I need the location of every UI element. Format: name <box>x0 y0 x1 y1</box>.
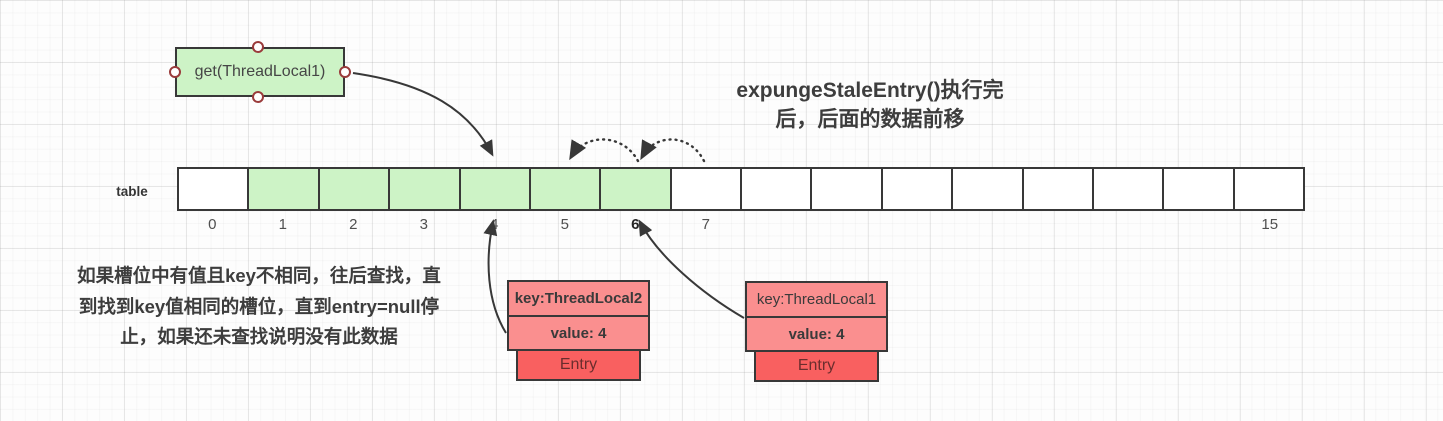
slot-index-4: 4 <box>490 216 499 233</box>
note-line-1: 如果槽位中有值且key不相同，往后查找，直 <box>77 265 441 286</box>
entry-box-threadlocal2[interactable]: key:ThreadLocal2 value: 4 Entry <box>507 280 650 381</box>
connection-handle-left[interactable] <box>169 66 181 78</box>
slot-index-13 <box>1094 216 1165 234</box>
connection-handle-right[interactable] <box>339 66 351 78</box>
entry1-footer[interactable]: Entry <box>754 350 879 382</box>
get-threadlocal-label: get(ThreadLocal1) <box>194 63 326 80</box>
table-slot-1[interactable] <box>249 169 320 209</box>
table-slot-7[interactable] <box>671 169 742 209</box>
table-slot-10[interactable] <box>882 169 954 209</box>
table-slot-9[interactable] <box>812 169 883 209</box>
shift-arc-6-to-5[interactable] <box>569 138 640 163</box>
title-line-2: 后，后面的数据前移 <box>775 108 965 131</box>
get-threadlocal-box[interactable]: get(ThreadLocal1) <box>175 47 345 97</box>
slot-index-15: 15 <box>1261 216 1279 233</box>
entry2-key-row[interactable]: key:ThreadLocal2 <box>507 280 650 317</box>
table-slot-4[interactable] <box>460 169 531 209</box>
slot-index-10 <box>882 216 953 234</box>
shift-arc-7-to-6[interactable] <box>640 138 706 163</box>
title-text[interactable]: expungeStaleEntry()执行完 后，后面的数据前移 <box>640 76 1100 134</box>
slot-index-9 <box>812 216 883 234</box>
table-slot-11[interactable] <box>953 169 1024 209</box>
slot-index-6: 6 <box>631 216 640 233</box>
entry2-value-row[interactable]: value: 4 <box>507 315 650 351</box>
table-slot-2[interactable] <box>319 169 391 209</box>
table-slot-0[interactable] <box>179 169 250 209</box>
table-slot-13[interactable] <box>1093 169 1165 209</box>
table-slot-3[interactable] <box>390 169 461 209</box>
connection-handle-top[interactable] <box>252 41 264 53</box>
note-line-3: 止，如果还未查找说明没有此数据 <box>120 326 398 347</box>
slot-index-7: 7 <box>701 216 710 233</box>
slot-index-12 <box>1023 216 1094 234</box>
table-label[interactable]: table <box>116 184 148 199</box>
entry2-footer[interactable]: Entry <box>516 349 641 381</box>
slot-index-2: 2 <box>349 216 358 233</box>
table-slot-15[interactable] <box>1234 169 1303 209</box>
entry1-key-row[interactable]: key:ThreadLocal1 <box>745 281 888 318</box>
slot-index-8 <box>741 216 812 234</box>
table-slot-12[interactable] <box>1023 169 1094 209</box>
slot-index-14 <box>1164 216 1235 234</box>
title-line-1: expungeStaleEntry()执行完 <box>736 79 1004 102</box>
slot-index-0: 0 <box>208 216 217 233</box>
hash-table-array[interactable] <box>177 167 1305 211</box>
table-slot-14[interactable] <box>1164 169 1235 209</box>
note-line-2: 到找到key值相同的槽位，直到entry=null停 <box>78 295 440 317</box>
slot-index-5: 5 <box>560 216 569 233</box>
connection-handle-bottom[interactable] <box>252 91 264 103</box>
table-slot-8[interactable] <box>742 169 813 209</box>
slot-index-11 <box>953 216 1024 234</box>
slot-index-3: 3 <box>419 216 428 233</box>
entry-box-threadlocal1[interactable]: key:ThreadLocal1 value: 4 Entry <box>745 281 888 382</box>
table-slot-6[interactable] <box>601 169 672 209</box>
arrow-entry1-to-slot6[interactable] <box>638 219 745 319</box>
table-slot-5[interactable] <box>530 169 602 209</box>
arrow-get-to-slot4[interactable] <box>352 72 494 157</box>
slot-index-1: 1 <box>278 216 287 233</box>
slot-index-labels[interactable]: 0 1 2 3 4 5 6 7 15 <box>177 216 1305 234</box>
note-text[interactable]: 如果槽位中有值且key不相同，往后查找，直 到找到key值相同的槽位，直到ent… <box>26 261 492 353</box>
entry1-value-row[interactable]: value: 4 <box>745 316 888 352</box>
